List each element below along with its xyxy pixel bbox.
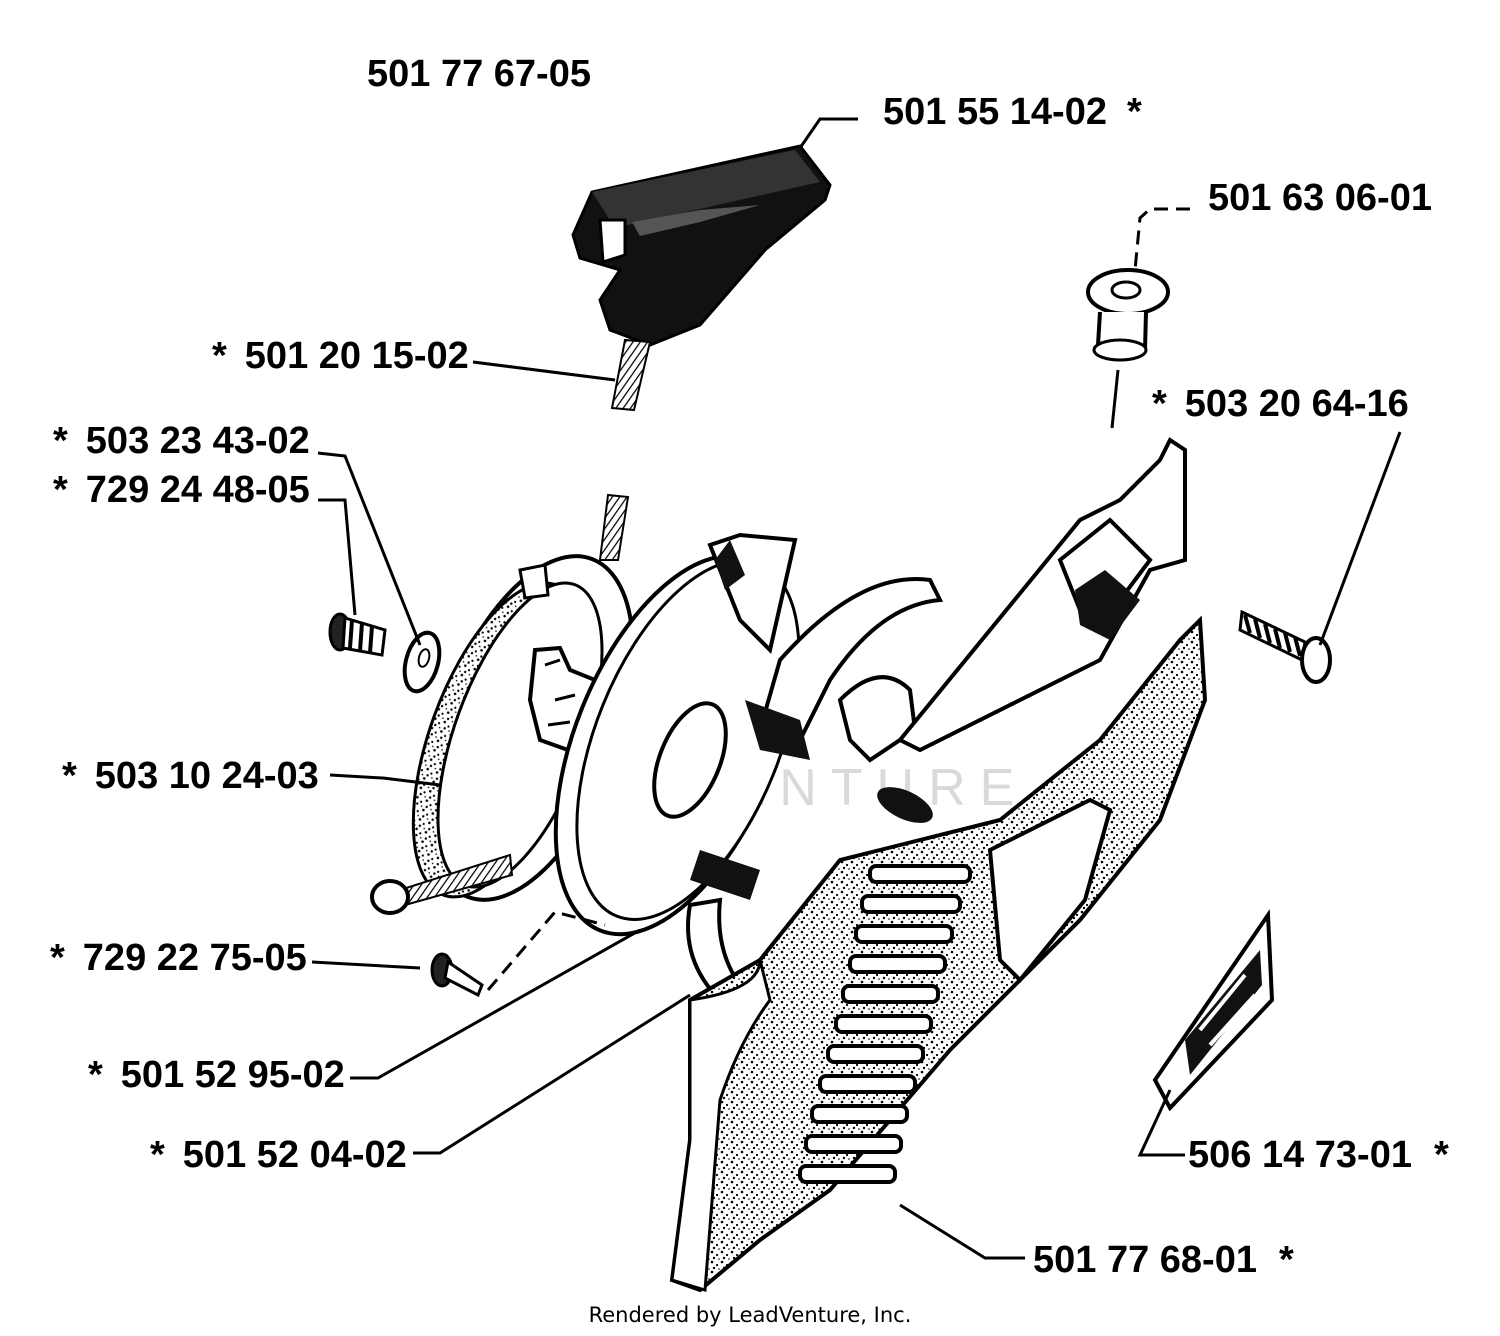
rope-end bbox=[370, 853, 514, 915]
leader-small-screw bbox=[311, 960, 421, 970]
part-label-screw-left: *729 24 48-05 bbox=[53, 469, 310, 511]
leader-housing bbox=[899, 1203, 1025, 1260]
part-label-housing: 501 77 68-01* bbox=[1033, 1239, 1294, 1281]
starter-handle bbox=[571, 144, 832, 347]
washer bbox=[402, 630, 442, 694]
part-label-decal: 506 14 73-01* bbox=[1188, 1134, 1449, 1176]
part-label-small-screw: *729 22 75-05 bbox=[50, 937, 307, 979]
leader-handle bbox=[798, 117, 858, 149]
part-label-pulley: *503 10 24-03 bbox=[62, 755, 319, 797]
part-label-spring: *501 52 95-02 bbox=[88, 1054, 345, 1096]
starter-rope-lower bbox=[598, 493, 630, 561]
leader-rope bbox=[472, 360, 616, 382]
starter-housing-body bbox=[669, 437, 1208, 1293]
spring-cassette-part bbox=[686, 577, 944, 1003]
starter-rope bbox=[610, 338, 652, 412]
left-screw bbox=[328, 612, 387, 657]
part-label-rope: *501 20 15-02 bbox=[212, 335, 469, 377]
part-label-cap: 501 63 06-01 bbox=[1208, 177, 1432, 219]
leader-cap bbox=[1133, 207, 1190, 271]
part-label-handle: 501 55 14-02* bbox=[883, 91, 1142, 133]
cap-nut bbox=[1086, 268, 1170, 362]
footer-credit: Rendered by LeadVenture, Inc. bbox=[589, 1303, 912, 1327]
housing-grille bbox=[798, 864, 972, 1184]
decal-plate bbox=[1152, 908, 1275, 1112]
part-label-screw-right: *503 20 64-16 bbox=[1152, 383, 1409, 425]
cap-axis-line bbox=[1110, 369, 1120, 429]
right-screw bbox=[1238, 609, 1332, 684]
leader-spring bbox=[350, 928, 641, 1080]
leader-screw-left bbox=[318, 498, 357, 616]
leader-screw-right bbox=[1318, 431, 1402, 646]
small-screw bbox=[430, 952, 484, 998]
leader-pulley bbox=[329, 773, 441, 787]
leader-decal bbox=[1137, 1089, 1185, 1157]
leader-small-screw-dashed bbox=[486, 910, 606, 991]
part-label-spring-cassette: *501 52 04-02 bbox=[150, 1134, 407, 1176]
leader-washer bbox=[317, 451, 422, 646]
recoil-spring-disc bbox=[553, 532, 801, 937]
assembly-number-label: 501 77 67-05 bbox=[367, 53, 591, 95]
part-label-washer: *503 23 43-02 bbox=[53, 420, 310, 462]
leader-spring-cassette bbox=[413, 993, 691, 1155]
